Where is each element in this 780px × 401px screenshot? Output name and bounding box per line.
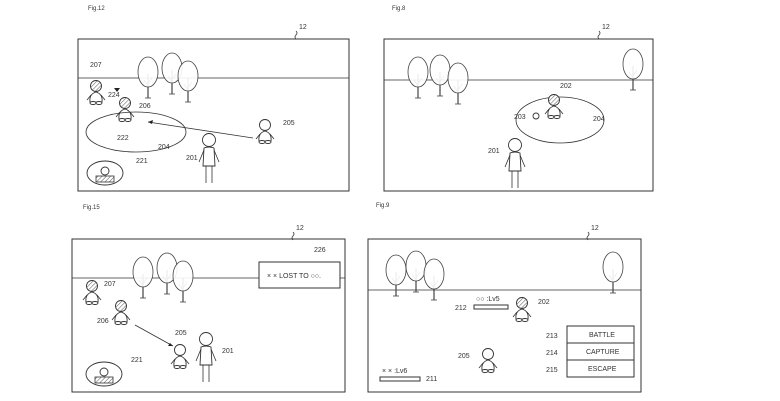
fig9-command-menu: BATTLE CAPTURE ESCAPE	[567, 326, 634, 377]
fig15-ref-205: 205	[175, 330, 187, 337]
figure-8: Fig.8 12 202 203 204 201	[384, 6, 653, 191]
fig12-ref-224: 224	[108, 92, 120, 99]
fig9-ref-screen: 12	[591, 225, 599, 232]
fig9-player-hp-bar	[380, 377, 420, 381]
fig15-ref-201: 201	[222, 348, 234, 355]
fig9-ref-205: 205	[458, 353, 470, 360]
fig15-ref-226: 226	[314, 247, 326, 254]
fig9-player-status: × × :Lv6	[382, 368, 407, 375]
fig12-ref-222: 222	[117, 135, 129, 142]
fig12-ref-201: 201	[186, 155, 198, 162]
fig15-ref-221: 221	[131, 357, 143, 364]
fig15-booth-221	[86, 362, 122, 386]
fig15-message-text: × × LOST TO ○○.	[267, 273, 321, 280]
fig12-ref-screen: 12	[299, 24, 307, 31]
capture-label: CAPTURE	[586, 349, 620, 356]
fig9-enemy-status: ○○ :Lv5	[476, 296, 500, 303]
fig12-label: Fig.12	[88, 6, 105, 12]
fig9-label: Fig.9	[376, 203, 390, 209]
fig9-ref-214: 214	[546, 350, 558, 357]
fig12-booth-221	[87, 161, 123, 185]
fig12-ref-204: 204	[158, 144, 170, 151]
fig8-ref-202: 202	[560, 83, 572, 90]
fig12-ref-221: 221	[136, 158, 148, 165]
escape-label: ESCAPE	[588, 366, 617, 373]
fig9-enemy-hp-bar	[474, 305, 508, 309]
fig15-ref-screen: 12	[296, 225, 304, 232]
fig9-ref-212: 212	[455, 305, 467, 312]
fig8-ref-204: 204	[593, 116, 605, 123]
fig12-ref-205: 205	[283, 120, 295, 127]
fig9-ref-202: 202	[538, 299, 550, 306]
fig8-capture-ball	[533, 113, 539, 119]
fig12-ref-207: 207	[90, 62, 102, 69]
fig9-ref-211: 211	[426, 376, 437, 383]
fig8-ref-201: 201	[488, 148, 500, 155]
fig8-ref-screen: 12	[602, 24, 610, 31]
figure-9: Fig.9 12 ○○ :Lv5 212 202 BATTLE CAPTURE …	[368, 203, 641, 392]
fig15-ref-206: 206	[97, 318, 109, 325]
battle-label: BATTLE	[589, 332, 615, 339]
fig8-label: Fig.8	[392, 6, 406, 12]
figure-12: Fig.12 12 207 224 206 222 204 205 201 22…	[78, 6, 349, 191]
fig8-ref-203: 203	[514, 114, 526, 121]
fig9-ref-213: 213	[546, 333, 558, 340]
figure-15: Fig.15 12 × × LOST TO ○○. 226 207 206 20…	[72, 205, 345, 392]
fig9-ref-215: 215	[546, 367, 558, 374]
fig15-ref-207: 207	[104, 281, 116, 288]
fig12-ref-206: 206	[139, 103, 151, 110]
fig15-label: Fig.15	[83, 205, 100, 211]
